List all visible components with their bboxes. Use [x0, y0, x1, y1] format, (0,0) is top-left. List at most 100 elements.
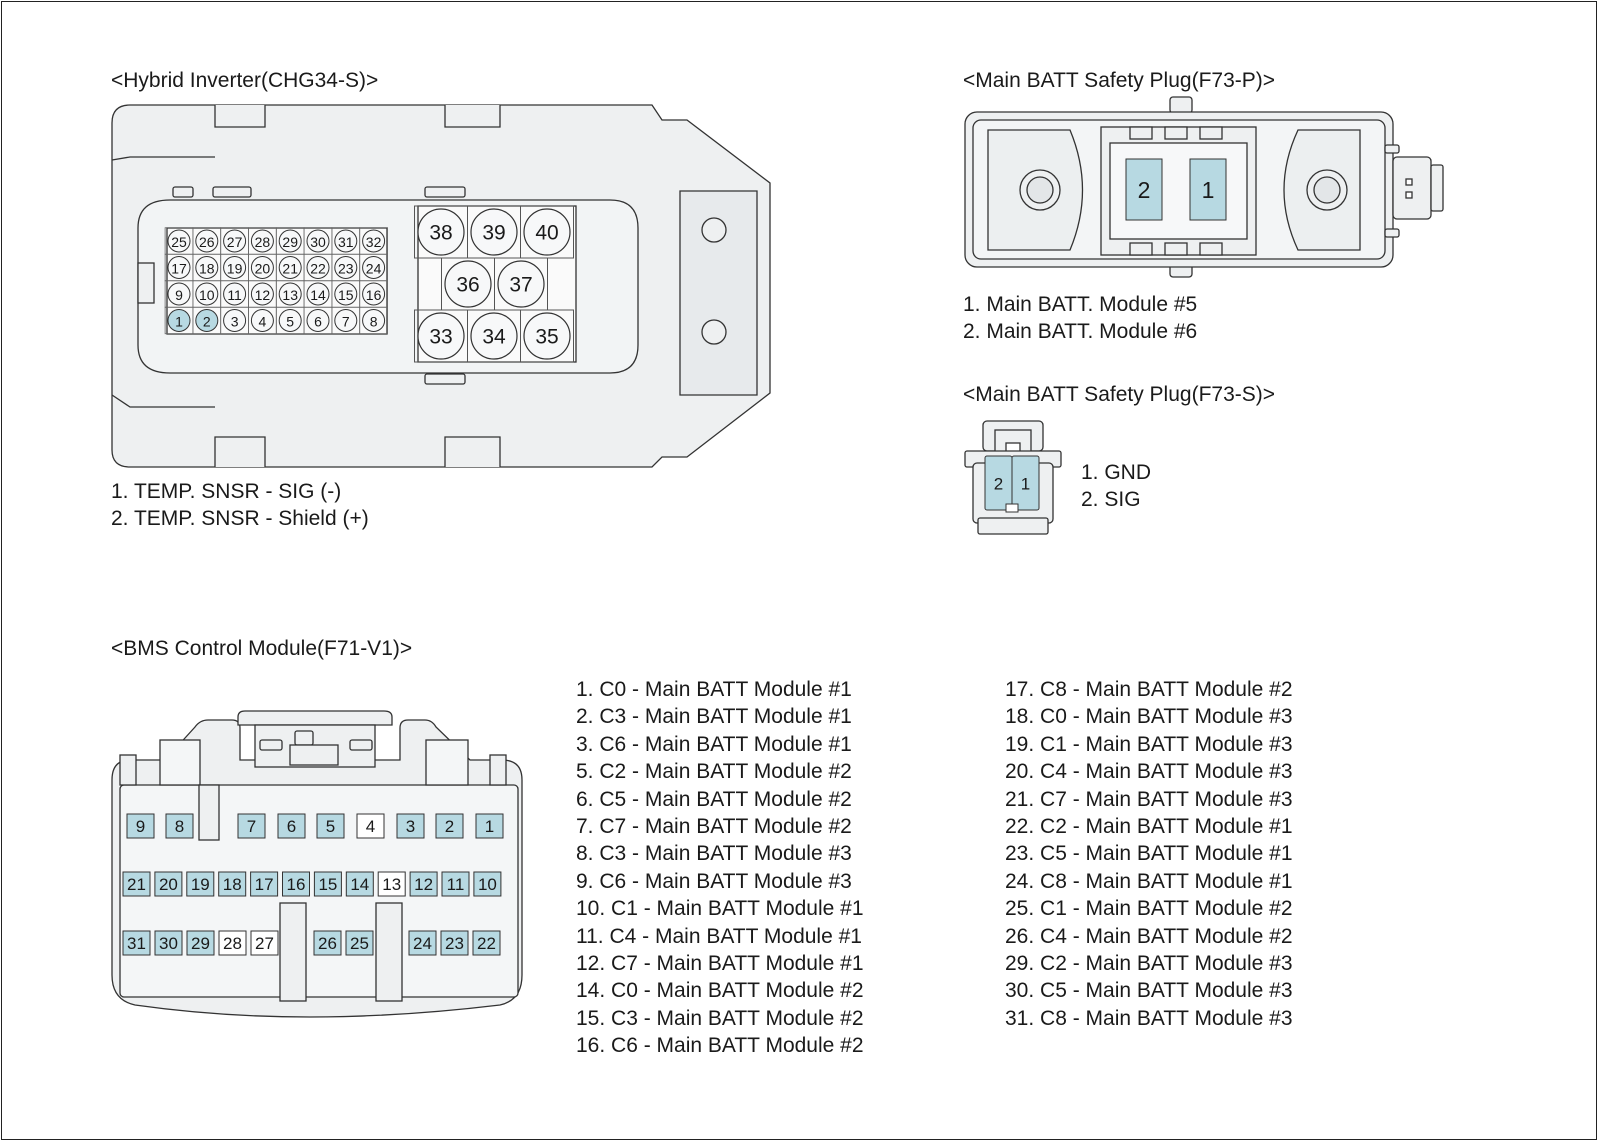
pin-label: 14 [350, 875, 369, 894]
pin-17 [250, 871, 279, 897]
pin-label: 24 [366, 261, 382, 277]
pin-label: 11 [447, 875, 465, 894]
pin-label: 10 [199, 287, 215, 303]
pin-label: 20 [159, 875, 178, 894]
pin-25 [345, 930, 374, 956]
legend-item: 2. TEMP. SNSR - Shield (+) [111, 507, 369, 531]
pin-label: 3 [406, 817, 415, 836]
pin-30 [154, 930, 183, 956]
pin-label: 13 [282, 287, 298, 303]
pin-1 [1011, 455, 1040, 511]
pin-3 [396, 813, 425, 839]
pin-label: 22 [477, 934, 496, 953]
bms-legend-right: 17. C8 - Main BATT Module #2 18. C0 - Ma… [1005, 676, 1293, 1032]
pin-8 [165, 813, 194, 839]
pin-9 [126, 813, 155, 839]
pin-3 [223, 309, 247, 332]
hybrid-inverter-title: <Hybrid Inverter(CHG34-S)> [111, 69, 379, 92]
pin-14 [345, 871, 374, 897]
pin-9 [167, 282, 191, 306]
pin-label: 8 [175, 817, 184, 836]
pin-label: 28 [223, 934, 242, 953]
pin-label: 27 [227, 234, 243, 250]
pin-20 [154, 871, 183, 897]
legend-item: 1. TEMP. SNSR - SIG (-) [111, 480, 342, 503]
legend-item: 6. C5 - Main BATT Module #2 [576, 787, 852, 811]
pin-label: 7 [342, 314, 350, 330]
safety-plug-s-title: <Main BATT Safety Plug(F73-S)> [963, 383, 1276, 406]
pin-27 [223, 229, 247, 253]
legend-item: 19. C1 - Main BATT Module #3 [1005, 732, 1293, 756]
pin-11 [441, 871, 470, 897]
pin-label: 1 [485, 817, 494, 836]
pin-label: 22 [310, 261, 326, 277]
pin-label: 36 [456, 274, 479, 297]
pin-label: 33 [429, 326, 452, 349]
pin-label: 29 [282, 234, 298, 250]
pin-25 [167, 229, 191, 253]
legend-item: 1. GND [1081, 461, 1152, 484]
pin-38 [417, 208, 465, 256]
pin-label: 10 [478, 875, 497, 894]
pin-16 [282, 871, 310, 897]
pin-label: 1 [1021, 475, 1030, 494]
latch-slot [1005, 503, 1019, 513]
pin-label: 16 [287, 875, 306, 894]
pin-label: 21 [127, 875, 146, 894]
pin-label: 1 [1202, 177, 1215, 203]
pin-label: 19 [227, 261, 243, 277]
pin-20 [250, 256, 274, 279]
pin-label: 11 [227, 287, 242, 303]
pin-label: 30 [159, 934, 178, 953]
pin-label: 21 [282, 261, 298, 277]
pin-31 [334, 229, 358, 253]
pin-label: 18 [199, 261, 215, 277]
pin-label: 8 [370, 314, 378, 330]
pin-label: 23 [445, 934, 464, 953]
pin-label: 9 [175, 287, 183, 303]
legend-item: 5. C2 - Main BATT Module #2 [576, 760, 852, 784]
pin-label: 25 [171, 234, 187, 250]
pin-label: 12 [255, 287, 271, 303]
pin-21 [122, 871, 151, 897]
pin-label: 39 [482, 222, 505, 245]
legend-item: 15. C3 - Main BATT Module #2 [576, 1006, 864, 1030]
pin-19 [223, 256, 247, 279]
pin-39 [470, 208, 518, 256]
pin-4 [356, 813, 385, 839]
pin-12 [409, 871, 438, 897]
pin-label: 15 [338, 287, 354, 303]
pin-label: 5 [286, 314, 294, 330]
pin-7 [237, 813, 266, 839]
pin-11 [223, 282, 247, 306]
pin-label: 28 [255, 234, 271, 250]
pin-label: 17 [255, 875, 274, 894]
pin-26 [313, 930, 342, 956]
pin-5 [278, 309, 302, 332]
legend-item: 23. C5 - Main BATT Module #1 [1005, 842, 1293, 866]
legend-item: 20. C4 - Main BATT Module #3 [1005, 760, 1293, 784]
pin-36 [444, 260, 492, 308]
legend-item: 17. C8 - Main BATT Module #2 [1005, 678, 1293, 701]
pin-label: 19 [191, 875, 210, 894]
legend-item: 16. C6 - Main BATT Module #2 [576, 1034, 864, 1058]
safety-plug-p-legend: 1. Main BATT. Module #5 2. Main BATT. Mo… [963, 291, 1197, 346]
pin-31 [122, 930, 151, 956]
legend-item: 2. C3 - Main BATT Module #1 [576, 705, 852, 729]
pin-label: 31 [127, 934, 146, 953]
bms-title: <BMS Control Module(F71-V1)> [111, 637, 413, 660]
pin-label: 37 [509, 274, 532, 297]
pin-label: 23 [338, 261, 354, 277]
pin-label: 5 [326, 817, 335, 836]
pin-27 [250, 930, 279, 956]
pin-label: 7 [247, 817, 256, 836]
legend-item: 1. C0 - Main BATT Module #1 [576, 678, 852, 701]
